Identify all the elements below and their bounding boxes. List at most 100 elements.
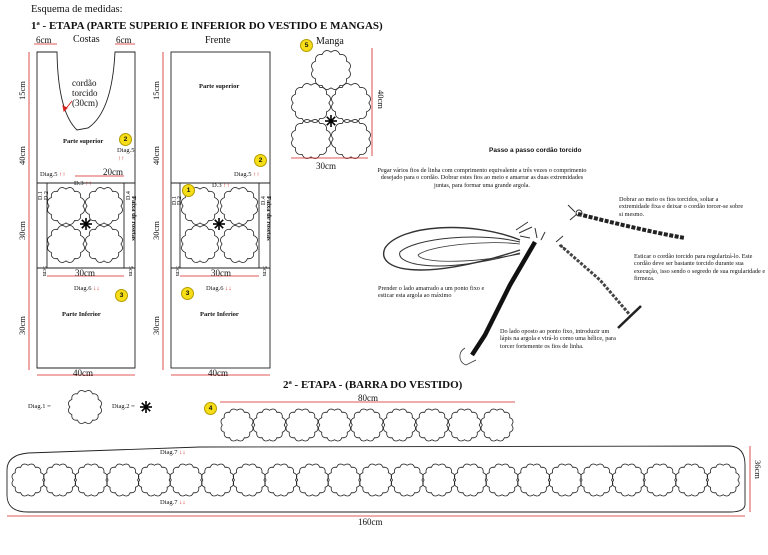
frente-side-30a-label: 30cm (151, 221, 161, 240)
barra-top-rosette-1 (220, 408, 254, 442)
cord-step-4: Dobrar ao meio os fios torcidos, soltar … (619, 196, 744, 218)
legend-diag1: Diag.1 = (28, 403, 51, 410)
costas-side-40-label: 40cm (17, 146, 27, 165)
cord-step-2: Prender o lado amarrado a um ponto fixo … (378, 285, 485, 300)
manga-star-icon (325, 115, 337, 127)
barra-bottom-rosette-7 (201, 463, 235, 497)
frente-title: Frente (205, 35, 231, 46)
frente-d3: D.3 ↑↑ (212, 182, 230, 189)
cord-label-line2: torcido (72, 88, 98, 98)
cord-label-line1: cordão (72, 78, 97, 88)
manga-badge-5: 5 (300, 39, 313, 52)
costas-rosette-2 (85, 187, 123, 225)
frente-diag5: Diag.5 ↑↑ (234, 171, 260, 178)
stage2-title: 2ª - ETAPA - (BARRA DO VESTIDO) (283, 379, 463, 391)
barra-160cm-label: 160cm (358, 517, 383, 527)
frente-parte-superior: Parte superior (199, 83, 240, 90)
manga-rosette-3 (331, 83, 371, 123)
frente-badge-3: 3 (181, 287, 194, 300)
costas-side-30a-label: 30cm (17, 221, 27, 240)
costas-parte-superior: Parte superior (63, 138, 104, 145)
costas-20cm-label: 20cm (103, 167, 123, 177)
barra-top-rosette-6 (383, 408, 416, 442)
frente-5cm-left: 5cm (174, 266, 180, 277)
costas-parte-inferior: Parte Inferior (62, 311, 101, 318)
cord-tutorial-title: Passo a passo cordão torcido (489, 147, 582, 154)
frente-diag6: Diag.6 ↓↓ (206, 285, 232, 292)
costas-40cm-label: 40cm (73, 368, 93, 378)
costas-strap-left-label: 6cm (36, 35, 52, 45)
costas-faixa: Faixa de rosetas (130, 196, 137, 241)
barra-bottom-rosette-22 (675, 463, 709, 497)
stage1-title: 1ª - ETAPA (PARTE SUPERIO E INFERIOR DO … (31, 20, 383, 32)
frente-40cm-label: 40cm (208, 368, 228, 378)
costas-star-icon (80, 218, 92, 230)
frente-rosette-3 (181, 225, 219, 263)
barra-badge-4: 4 (204, 402, 217, 415)
costas-rosette-4 (85, 225, 123, 263)
barra-bottom-rosette-17 (517, 463, 551, 497)
barra-bottom-rosette-21 (643, 463, 677, 497)
frente-5cm-right: 5cm (261, 266, 267, 277)
barra-bottom-rosette-6 (169, 463, 203, 497)
costas-d3: D.3 ↑↑ (74, 180, 92, 187)
barra-80cm-label: 80cm (358, 393, 378, 403)
manga-rosette-1 (311, 50, 351, 90)
frente-rosette-2 (220, 187, 258, 225)
costas-5cm-right: 5cm (127, 266, 133, 277)
frente-badge-2: 2 (254, 154, 267, 167)
barra-bottom-rosette-10 (295, 463, 329, 497)
manga-rosette-4 (291, 119, 331, 159)
costas-rosette-3 (47, 225, 85, 263)
costas-outline (36, 51, 136, 369)
manga-title: Manga (316, 36, 344, 47)
barra-top-rosette-3 (285, 408, 319, 442)
barra-top-rosette-8 (448, 408, 481, 442)
cord-illustrations (383, 204, 686, 366)
frente-d2: D.2 (177, 196, 183, 205)
barra-top-rosette-9 (480, 408, 514, 442)
manga-height-label: 40cm (376, 90, 386, 109)
costas-badge-3: 3 (115, 289, 128, 302)
frente-side-30b-label: 30cm (151, 316, 161, 335)
cord-label-line3: (30cm) (72, 98, 98, 108)
barra-bottom-rosette-5 (137, 463, 171, 497)
frente-side-40-label: 40cm (151, 146, 161, 165)
barra-bottom-rosette-13 (390, 463, 424, 497)
legend-rosette-icon (68, 390, 102, 424)
barra-top-rosette-2 (253, 408, 286, 442)
barra-bottom-rosette-3 (74, 463, 108, 497)
frente-rosette-1 (181, 187, 219, 225)
manga-rosette-2 (291, 83, 331, 123)
barra-36cm-label: 36cm (753, 460, 763, 479)
legend-star-icon (140, 401, 152, 413)
costas-arrows-up-1: ↑↑ (118, 155, 125, 162)
barra-diag7-bottom: Diag.7 ↓↓ (160, 499, 186, 506)
cord-step-1: Pegar vários fios de linha com comprimen… (377, 167, 587, 189)
cord-step-5: Esticar o cordão torcido para regularizá… (634, 253, 766, 282)
costas-cord-label: cordão torcido (30cm) (72, 78, 98, 108)
costas-5cm-left: 5cm (41, 266, 47, 277)
barra-bottom-rosette-11 (327, 463, 361, 497)
frente-parte-inferior: Parte Inferior (200, 311, 239, 318)
legend-diag2: Diag.2 = (112, 403, 135, 410)
manga-width-label: 30cm (316, 161, 336, 171)
barra-bottom-rosette-12 (359, 463, 393, 497)
barra-bottom-rosette-9 (264, 463, 298, 497)
barra-bottom-rosette-16 (485, 463, 519, 497)
costas-strap-right-label: 6cm (116, 35, 132, 45)
costas-title: Costas (73, 34, 100, 45)
barra-bottom-rosette-1 (11, 463, 45, 497)
barra-bottom-rosette-18 (548, 463, 582, 497)
barra-top-rosette-4 (318, 408, 351, 442)
barra-bottom-rosette-2 (43, 463, 77, 497)
frente-star-icon (213, 218, 225, 230)
barra-bottom-rosette-20 (611, 463, 645, 497)
barra-top-rosette-7 (415, 408, 449, 442)
frente-rosette-4 (220, 225, 258, 263)
costas-diag5-top: Diag.5 (117, 147, 135, 154)
costas-side-15-label: 15cm (17, 81, 27, 100)
barra-bottom-rosette-4 (106, 463, 140, 497)
barra-top-rosette-5 (350, 408, 384, 442)
